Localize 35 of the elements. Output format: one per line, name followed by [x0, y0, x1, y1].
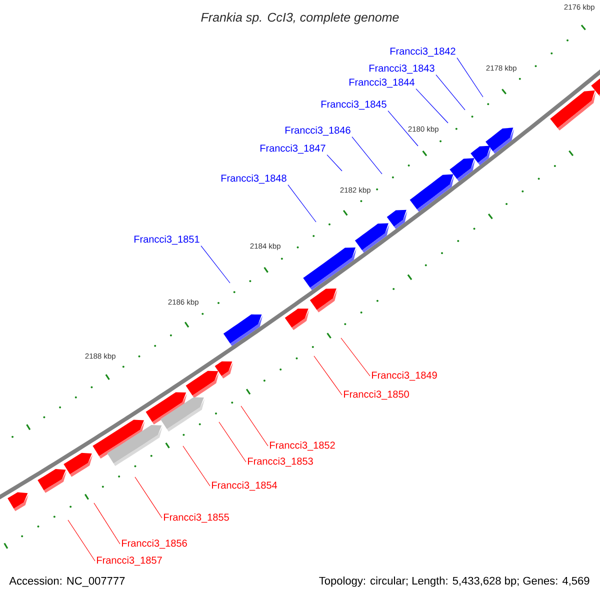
- accession-text: Accession: NC_007777: [9, 576, 125, 587]
- leader-line: [134, 476, 162, 518]
- topology-text: Topology: circular; Length: 5,433,628 bp; Genes: 4,569: [319, 576, 590, 587]
- leader-line: [218, 422, 246, 462]
- gene-label: Francci3_1847: [260, 144, 326, 154]
- leader-line: [352, 136, 382, 174]
- leader-line: [240, 406, 268, 446]
- gene-label: Francci3_1850: [344, 390, 409, 400]
- leader-line: [416, 88, 448, 124]
- leader-line: [182, 446, 210, 486]
- leader-line: [68, 520, 96, 562]
- leader-line: [200, 246, 230, 284]
- gene-label: Francci3_1843: [369, 64, 434, 74]
- gene-label: Francci3_1852: [270, 441, 335, 451]
- gene-label: Francci3_1849: [372, 371, 437, 381]
- leader-line: [326, 154, 342, 172]
- leader-line: [436, 74, 466, 110]
- gene-label: Francci3_1844: [349, 78, 414, 88]
- title: Frankia sp. CcI3, complete genome: [201, 12, 399, 24]
- gene-label: Francci3_1856: [122, 539, 187, 549]
- leader-line: [288, 184, 316, 222]
- gene-label: Francci3_1853: [248, 457, 313, 467]
- gene-label: Francci3_1845: [321, 100, 386, 110]
- gene-label: Francci3_1854: [212, 481, 278, 491]
- gene-label: Francci3_1848: [221, 174, 286, 184]
- gene-label: Francci3_1846: [285, 126, 350, 136]
- gene-label: Francci3_1842: [390, 47, 456, 57]
- leader-line: [94, 502, 120, 544]
- gene-label: Francci3_1855: [164, 513, 229, 523]
- leader-line: [314, 356, 342, 396]
- leader-line: [388, 110, 418, 146]
- leader-line: [340, 338, 370, 376]
- gene-label: Francci3_1857: [97, 556, 162, 566]
- gene-label: Francci3_1851: [134, 235, 200, 245]
- leader-line: [456, 58, 484, 98]
